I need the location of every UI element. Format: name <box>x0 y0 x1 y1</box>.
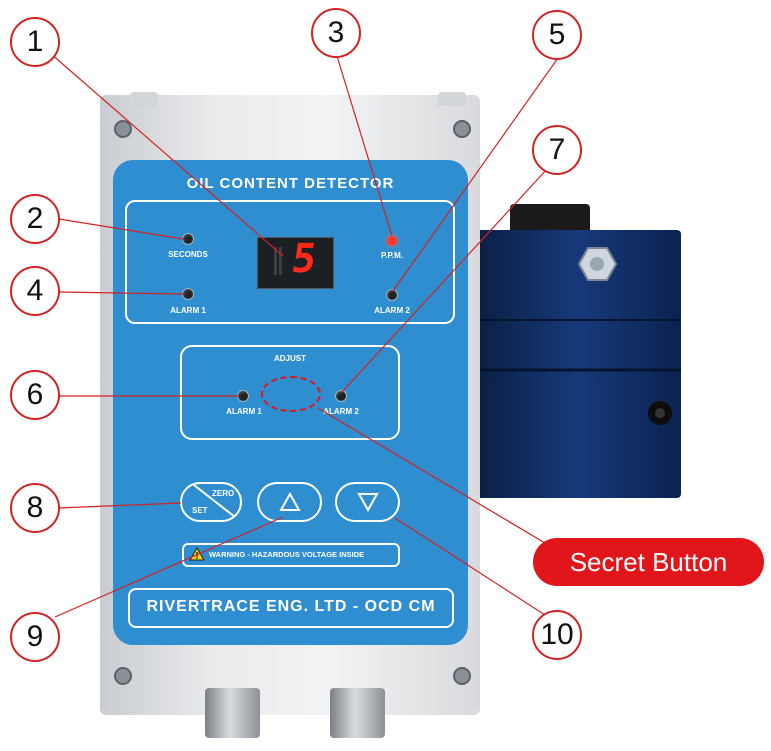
sensor-cap <box>510 204 590 236</box>
leader-line-4 <box>57 291 184 295</box>
cable-gland-left <box>205 688 260 738</box>
secret-button-area[interactable] <box>261 376 321 412</box>
callout-7: 7 <box>532 125 582 175</box>
down-triangle-icon <box>357 493 379 512</box>
led-display <box>257 237 334 289</box>
callout-10: 10 <box>532 610 582 660</box>
adjust-label: ADJUST <box>273 354 306 363</box>
screw-icon <box>453 120 471 138</box>
screw-icon <box>453 667 471 685</box>
callout-2: 2 <box>10 194 60 244</box>
leader-line-10 <box>394 517 546 616</box>
leader-line-5 <box>392 57 559 292</box>
alarm1-label: ALARM 1 <box>170 306 206 315</box>
adjust-alarm1-pot[interactable] <box>238 391 248 401</box>
callout-5: 5 <box>532 10 582 60</box>
display-digit-off <box>274 247 282 275</box>
brand-text: RIVERTRACE ENG. LTD - OCD CM <box>146 598 436 615</box>
alarm2-led <box>387 290 397 300</box>
panel-title: OIL CONTENT DETECTOR <box>186 175 395 192</box>
leader-line-secret <box>317 407 546 544</box>
leader-line-2 <box>58 218 184 240</box>
alarm1-led <box>183 289 193 299</box>
callout-6: 6 <box>10 370 60 420</box>
alarm2-label: ALARM 2 <box>374 306 410 315</box>
callout-8: 8 <box>10 483 60 533</box>
enclosure-tab <box>130 92 158 106</box>
seconds-label: SECONDS <box>168 250 208 259</box>
display-frame <box>125 200 455 324</box>
ppm-led <box>387 236 397 246</box>
screw-icon <box>114 120 132 138</box>
brand-frame <box>128 588 454 628</box>
zero-set-button[interactable]: ZERO SET <box>180 482 242 522</box>
screw-icon <box>114 667 132 685</box>
leader-line-9 <box>54 516 284 618</box>
leader-line-3 <box>336 55 393 237</box>
down-button[interactable] <box>335 482 400 522</box>
ppm-label: P.P.M. <box>381 251 403 260</box>
adjust-alarm2-label: ALARM 2 <box>323 407 359 416</box>
adjust-alarm1-label: ALARM 1 <box>226 407 262 416</box>
secret-button-label: Secret Button <box>533 538 764 586</box>
warning-text: WARNING - HAZARDOUS VOLTAGE INSIDE <box>209 550 365 559</box>
up-button[interactable] <box>257 482 322 522</box>
leader-line-8 <box>57 502 182 509</box>
callout-4: 4 <box>10 266 60 316</box>
seconds-led <box>183 234 193 244</box>
cable-gland-right <box>330 688 385 738</box>
adjust-alarm2-pot[interactable] <box>336 391 346 401</box>
adjust-frame <box>180 345 400 440</box>
callout-9: 9 <box>10 612 60 662</box>
sensor-body <box>476 230 681 498</box>
warning-frame <box>182 543 400 567</box>
leader-line-1 <box>49 52 284 257</box>
up-triangle-icon <box>279 492 301 511</box>
callout-3: 3 <box>311 8 361 58</box>
leader-line-7 <box>341 167 549 393</box>
callout-1: 1 <box>10 17 60 67</box>
sensor-housing <box>476 204 681 498</box>
zero-label: ZERO <box>212 489 235 498</box>
enclosure-tab <box>438 92 466 106</box>
set-label: SET <box>192 506 208 515</box>
